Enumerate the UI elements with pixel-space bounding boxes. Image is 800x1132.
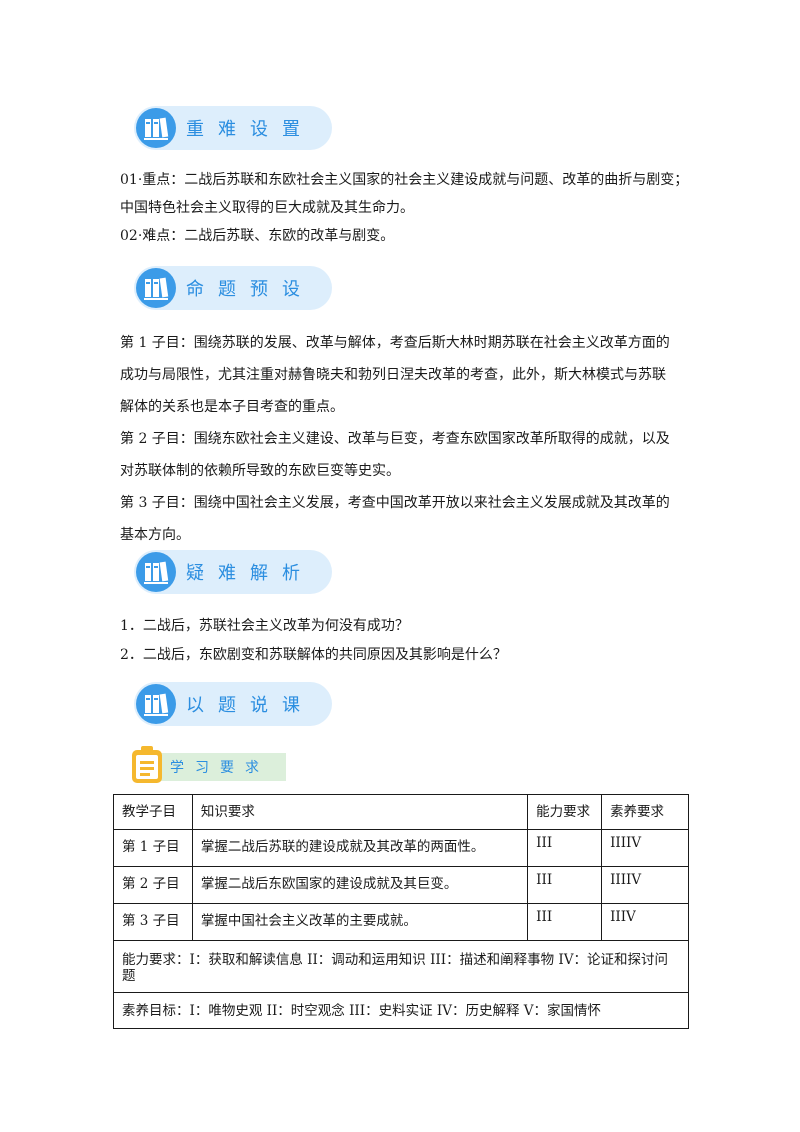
table-cell: 第 1 子目 bbox=[113, 829, 193, 867]
proposition-line: 第 2 子目：围绕东欧社会主义建设、改革与巨变，考查东欧国家改革所取得的成就，以… bbox=[120, 431, 670, 447]
section-title: 以题说课 bbox=[186, 695, 314, 716]
learning-requirements-banner: 学习要求 bbox=[118, 745, 286, 785]
books-icon bbox=[136, 552, 176, 592]
ability-note: 能力要求：I：获取和解读信息 II：调动和运用知识 III：描述和阐释事物 IV… bbox=[113, 940, 689, 993]
table-cell: 第 2 子目 bbox=[113, 866, 193, 904]
table-cell: III bbox=[527, 829, 603, 867]
table-cell: IIIIV bbox=[601, 829, 689, 867]
table-note-row: 能力要求：I：获取和解读信息 II：调动和运用知识 III：描述和阐释事物 IV… bbox=[113, 940, 689, 993]
key-point-line: 中国特色社会主义取得的巨大成就及其生命力。 bbox=[120, 200, 414, 216]
literacy-note: 素养目标：I：唯物史观 II：时空观念 III：史料实证 IV：历史解释 V：家… bbox=[113, 992, 689, 1029]
table-row: 第 2 子目 掌握二战后东欧国家的建设成就及其巨变。 III IIIIV bbox=[113, 866, 689, 904]
section-banner-key-points: 重难设置 bbox=[134, 106, 332, 150]
section-banner-difficulty-analysis: 疑难解析 bbox=[134, 550, 332, 594]
section-title: 重难设置 bbox=[186, 119, 314, 140]
table-header-cell: 教学子目 bbox=[113, 794, 193, 830]
section-title: 疑难解析 bbox=[186, 563, 314, 584]
proposition-line: 成功与局限性，尤其注重对赫鲁晓夫和勃列日涅夫改革的考查，此外，斯大林模式与苏联 bbox=[120, 367, 666, 383]
table-cell: III bbox=[527, 866, 603, 904]
table-header-cell: 能力要求 bbox=[527, 794, 603, 830]
table-cell: 掌握二战后苏联的建设成就及其改革的两面性。 bbox=[191, 829, 529, 867]
requirements-table: 教学子目 知识要求 能力要求 素养要求 第 1 子目 掌握二战后苏联的建设成就及… bbox=[113, 794, 689, 1029]
table-row: 第 1 子目 掌握二战后苏联的建设成就及其改革的两面性。 III IIIIV bbox=[113, 829, 689, 867]
section-title: 命题预设 bbox=[186, 279, 314, 300]
table-cell: 第 3 子目 bbox=[113, 903, 193, 941]
banner-strip bbox=[158, 753, 286, 781]
table-row: 第 3 子目 掌握中国社会主义改革的主要成就。 III IIIV bbox=[113, 903, 689, 941]
section-banner-proposition: 命题预设 bbox=[134, 266, 332, 310]
table-cell: 掌握中国社会主义改革的主要成就。 bbox=[191, 903, 529, 941]
question-line: 2．二战后，东欧剧变和苏联解体的共同原因及其影响是什么？ bbox=[120, 647, 507, 663]
books-icon bbox=[136, 684, 176, 724]
key-points-text: 01·重点：二战后苏联和东欧社会主义国家的社会主义建设成就与问题、改革的曲折与剧… bbox=[120, 166, 700, 250]
proposition-line: 基本方向。 bbox=[120, 527, 190, 543]
table-note-row: 素养目标：I：唯物史观 II：时空观念 III：史料实证 IV：历史解释 V：家… bbox=[113, 992, 689, 1029]
table-header-row: 教学子目 知识要求 能力要求 素养要求 bbox=[113, 794, 689, 830]
proposition-text: 第 1 子目：围绕苏联的发展、改革与解体，考查后斯大林时期苏联在社会主义改革方面… bbox=[120, 327, 700, 551]
table-cell: IIIIV bbox=[601, 866, 689, 904]
key-point-line: 01·重点：二战后苏联和东欧社会主义国家的社会主义建设成就与问题、改革的曲折与剧… bbox=[120, 172, 689, 188]
question-line: 1．二战后，苏联社会主义改革为何没有成功？ bbox=[120, 618, 409, 634]
proposition-line: 对苏联体制的依赖所导致的东欧巨变等史实。 bbox=[120, 463, 400, 479]
table-header-cell: 素养要求 bbox=[601, 794, 689, 830]
proposition-line: 第 1 子目：围绕苏联的发展、改革与解体，考查后斯大林时期苏联在社会主义改革方面… bbox=[120, 335, 670, 351]
table-cell: 掌握二战后东欧国家的建设成就及其巨变。 bbox=[191, 866, 529, 904]
books-icon bbox=[136, 268, 176, 308]
proposition-line: 第 3 子目：围绕中国社会主义发展，考查中国改革开放以来社会主义发展成就及其改革… bbox=[120, 495, 670, 511]
questions-text: 1．二战后，苏联社会主义改革为何没有成功？ 2．二战后，东欧剧变和苏联解体的共同… bbox=[120, 612, 700, 670]
books-icon bbox=[136, 108, 176, 148]
table-cell: III bbox=[527, 903, 603, 941]
table-cell: IIIV bbox=[601, 903, 689, 941]
clipboard-icon bbox=[130, 745, 166, 785]
proposition-line: 解体的关系也是本子目考查的重点。 bbox=[120, 399, 344, 415]
learning-requirements-title: 学习要求 bbox=[170, 760, 270, 776]
section-banner-lesson-by-question: 以题说课 bbox=[134, 682, 332, 726]
table-header-cell: 知识要求 bbox=[191, 794, 529, 830]
key-point-line: 02·难点：二战后苏联、东欧的改革与剧变。 bbox=[120, 228, 395, 244]
